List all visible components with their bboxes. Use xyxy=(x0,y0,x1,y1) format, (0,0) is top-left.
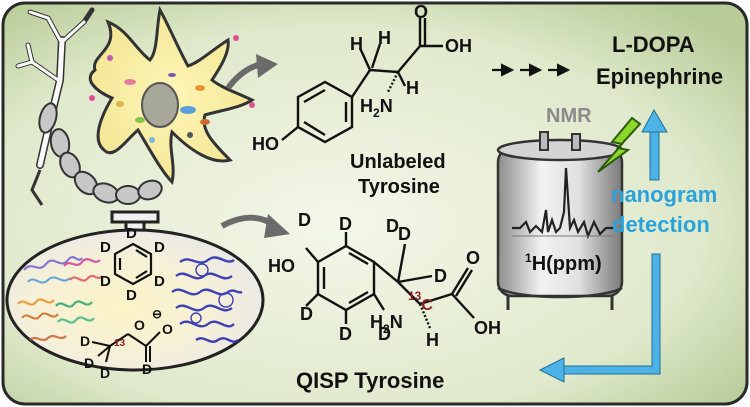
atom-d: D xyxy=(339,324,352,344)
enzyme-ribbon-icon xyxy=(17,256,243,343)
neuron-nucleus xyxy=(141,82,179,128)
atom-ho: HO xyxy=(268,256,295,276)
detection-line1: nanogram xyxy=(611,182,717,207)
atom-oh: OH xyxy=(474,318,501,338)
atom-d: D xyxy=(80,333,90,349)
atom-ho: HO xyxy=(252,134,279,154)
nmr-magnet-icon: 1H(ppm) xyxy=(496,131,624,310)
atom-d: D xyxy=(154,239,165,256)
atom-h: H xyxy=(350,34,363,54)
unlabeled-label-line2: Tyrosine xyxy=(358,176,440,198)
c13-label: 13 xyxy=(114,338,126,349)
atom-d: D xyxy=(142,361,152,377)
atom-d: D xyxy=(100,273,111,290)
product-ldopa: L-DOPA xyxy=(612,32,695,57)
atom-d: D xyxy=(84,355,94,371)
atom-d: D xyxy=(126,225,137,242)
atom-d: D xyxy=(126,287,137,304)
amine-group: H2N xyxy=(360,96,393,120)
deuterated-benzene: D D D D D D xyxy=(100,225,165,304)
nmr-axis-label: 1H(ppm) xyxy=(525,251,602,275)
neuron-illustration xyxy=(15,5,256,206)
atom-d: D xyxy=(378,324,391,344)
detection-line2: detection xyxy=(612,212,710,237)
atom-d: D xyxy=(100,239,111,256)
atom-d: D xyxy=(298,210,311,230)
atom-d: D xyxy=(398,224,411,244)
atom-d: D xyxy=(339,214,352,234)
atom-o: O xyxy=(466,248,480,268)
detection-up-arrow xyxy=(641,108,668,181)
atom-h: H xyxy=(406,78,419,98)
lightning-bolt-icon xyxy=(597,116,642,173)
atom-oh: OH xyxy=(445,36,472,56)
atom-o: O xyxy=(134,317,145,333)
atom-d: D xyxy=(300,304,313,324)
atom-h: H xyxy=(426,330,439,350)
qisp-label: QISP Tyrosine xyxy=(296,368,444,393)
nmr-label: NMR xyxy=(546,105,592,127)
qisp-tyrosine-structure: D D D HO D D D D D O OH H H2N 13C xyxy=(268,210,501,350)
unlabeled-label-line1: Unlabeled xyxy=(350,151,446,173)
atom-o: O xyxy=(414,2,428,22)
labeled-acetate: O O ⊖ D D D D 13 xyxy=(80,307,173,381)
amine-group: H2N xyxy=(370,312,403,336)
atom-d: D xyxy=(386,216,399,236)
detection-return-arrow xyxy=(538,253,661,383)
unlabeled-tyrosine-structure: H H OH O H H2N HO xyxy=(252,2,472,154)
atom-o: O xyxy=(162,321,173,337)
atom-d: D xyxy=(434,266,447,286)
atom-h: H xyxy=(378,28,391,48)
product-epinephrine: Epinephrine xyxy=(596,64,723,89)
charge-sign: ⊖ xyxy=(152,307,162,321)
atom-d: D xyxy=(154,273,165,290)
atom-d: D xyxy=(100,365,110,381)
c13-label: 13C xyxy=(408,289,433,314)
